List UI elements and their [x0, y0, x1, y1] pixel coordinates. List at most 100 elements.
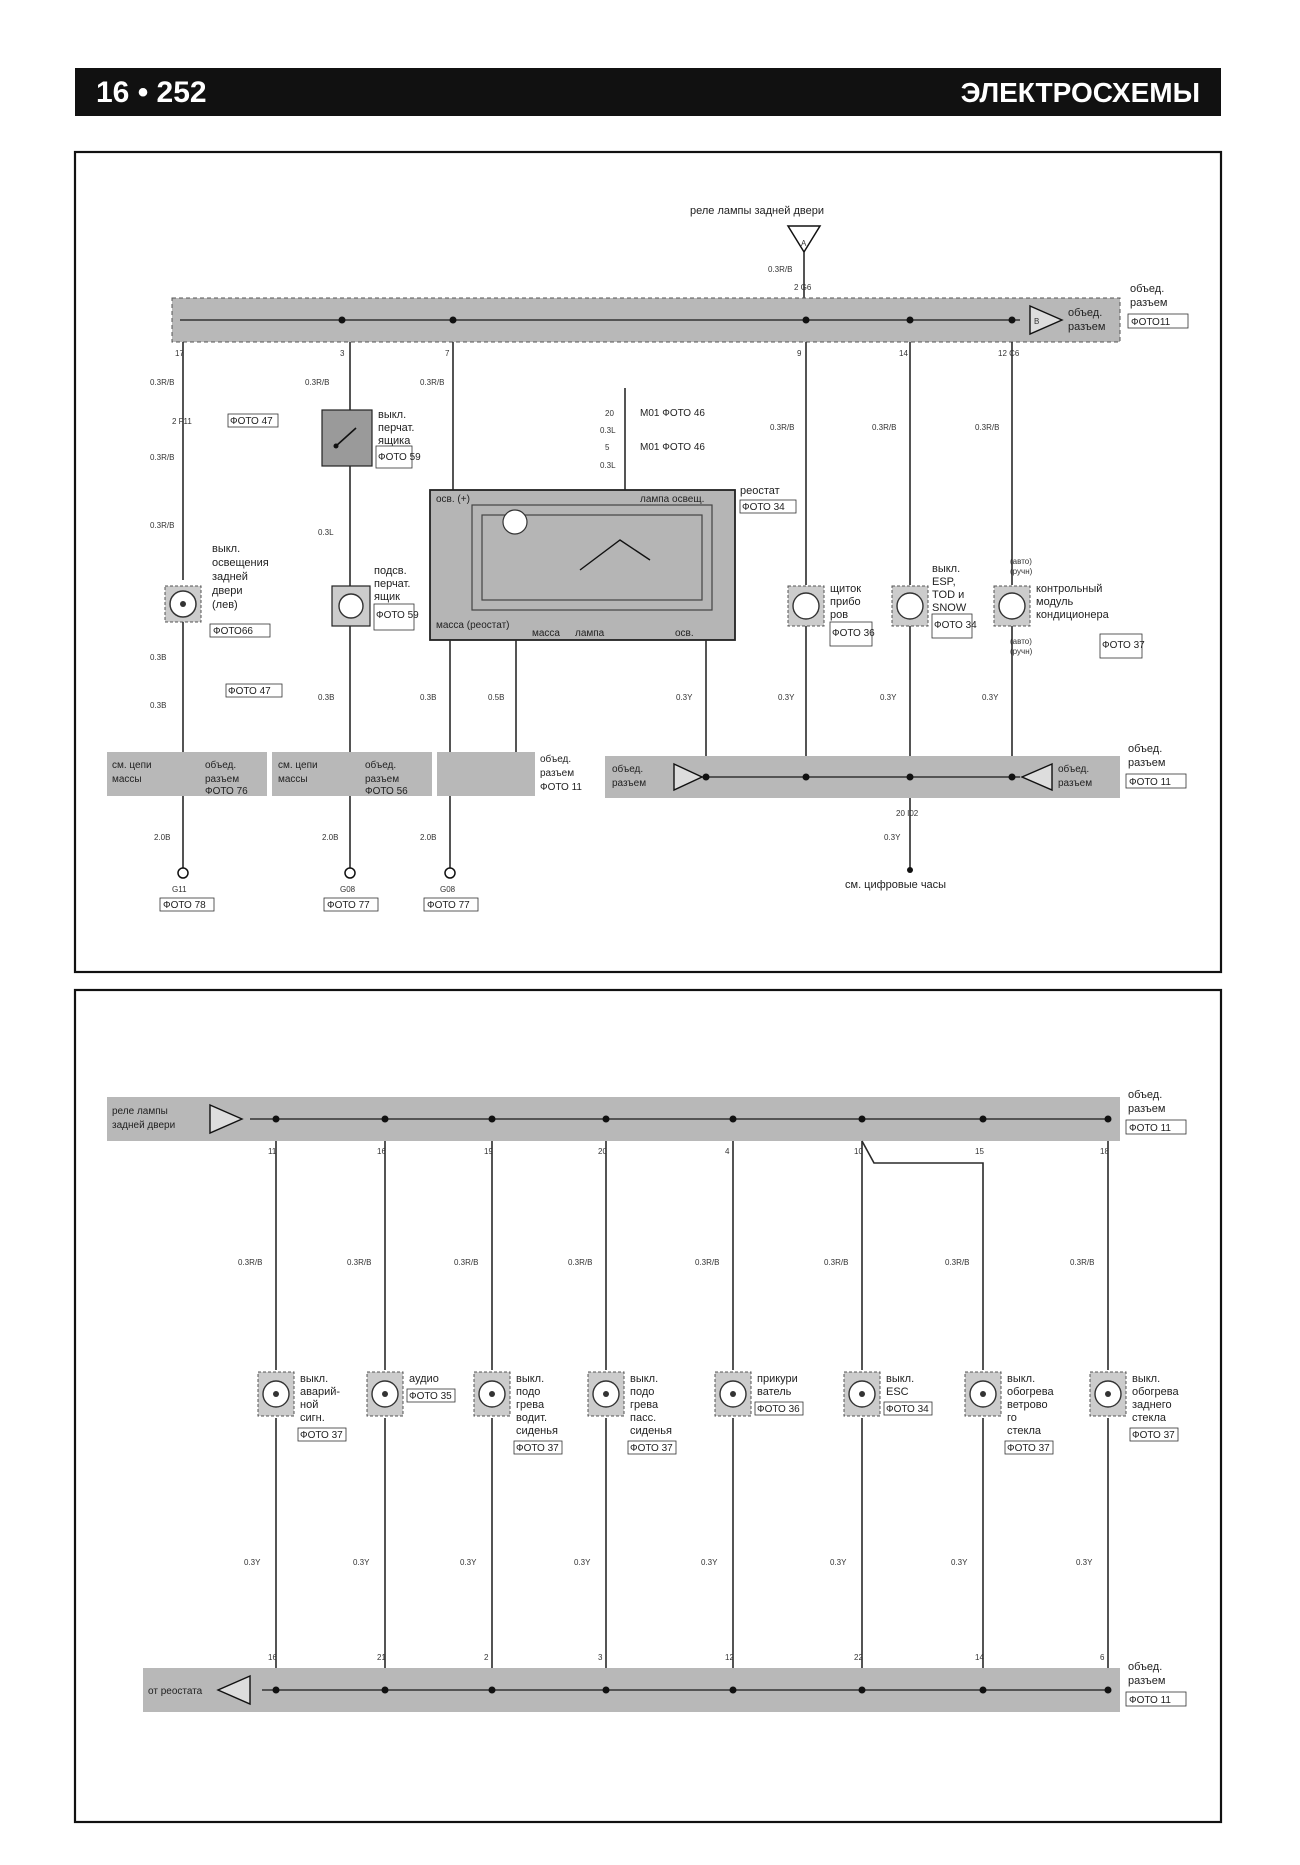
switch-wire-bottom-label: 0.3Y [701, 1558, 718, 1567]
top-source-arrow-letter: A [801, 239, 807, 248]
junction [488, 1686, 496, 1694]
junction [702, 773, 710, 781]
rear-door-wire-2: 0.3B [150, 701, 166, 710]
right-lower-arrow-out [1020, 762, 1053, 792]
ac-mode-top-2: (ручн) [1010, 567, 1033, 576]
ground-1-wire: 2.0B [154, 833, 170, 842]
switch-label-line: пасс. [630, 1412, 656, 1424]
bottom-lower-bus-1: объед. [1128, 1661, 1162, 1673]
switch-label-line: выкл. [516, 1373, 544, 1385]
ground-1-photo: ФОТО 78 [163, 900, 206, 911]
switch-pin-bottom: 21 [377, 1653, 386, 1662]
top-source-label: реле лампы задней двери [690, 205, 824, 217]
rear-door-line-4: двери [212, 585, 243, 597]
bottom-right-bus-2: разъем [1128, 1103, 1165, 1115]
top-bus-junctions [338, 316, 1016, 324]
right-lower-junctions [702, 773, 1016, 781]
top-pin-3: 7 [445, 349, 450, 358]
esp-icon [896, 592, 924, 620]
glovebox-lamp-photo-box [373, 603, 415, 631]
wire-label-1: 0.3R/B [150, 378, 174, 387]
fuse-left-photo-box [227, 413, 279, 428]
switch-wire-top-label: 0.3R/B [454, 1258, 478, 1267]
top-bus-drops [182, 342, 1013, 585]
cluster-photo: ФОТО 36 [832, 628, 875, 639]
top-source-wire-label: 0.3R/B [768, 265, 792, 274]
cluster-lower-label: 0.3Y [778, 693, 795, 702]
cluster-1: щиток [830, 583, 861, 595]
switch-photo-box [406, 1388, 456, 1403]
switch-label-line: аварий- [300, 1386, 340, 1398]
switch-label-line: го [1007, 1412, 1017, 1424]
glove-lower-label: 0.3B [318, 693, 334, 702]
ground-1-photo-box [159, 897, 215, 912]
rheo-out-label-1: 0.3B [420, 693, 436, 702]
switch-label-line: водит. [516, 1412, 547, 1424]
switch-pin-bottom: 16 [268, 1653, 277, 1662]
ac-lower-label: 0.3Y [982, 693, 999, 702]
esp-photo: ФОТО 34 [934, 620, 977, 631]
switch-wire-bottom-label: 0.3Y [1076, 1558, 1093, 1567]
switch-pin-bottom: 6 [1100, 1653, 1105, 1662]
rear-door-wire-1: 0.3B [150, 653, 166, 662]
left-mass-1b: массы [112, 774, 142, 785]
switch-label-line: обогрева [1132, 1386, 1180, 1398]
switch-pin-bottom: 22 [854, 1653, 863, 1662]
junction [906, 773, 914, 781]
clock-label: см. цифровые часы [845, 879, 946, 891]
rheostat-wiper [579, 539, 651, 571]
rear-door-switch-center [180, 601, 186, 607]
junction [449, 316, 457, 324]
switch-label-line: сиденья [516, 1425, 558, 1437]
switch-label-line: аудио [409, 1373, 439, 1385]
ground-3-wire: 2.0B [420, 833, 436, 842]
top-pin-1: 17 [175, 349, 184, 358]
glovebox-lamp-3: ящик [374, 591, 400, 603]
junction [602, 1686, 610, 1694]
right-lower-title-1: объед. [1128, 743, 1162, 755]
junction [602, 1115, 610, 1123]
rear-door-line-2: освещения [212, 557, 269, 569]
ground-3-photo-box [423, 897, 479, 912]
rear-door-line-3: задней [212, 571, 248, 583]
switch-photo: ФОТО 37 [1132, 1430, 1175, 1441]
switch-wire-bottom-label: 0.3Y [830, 1558, 847, 1567]
switch-label-line: ESC [886, 1386, 909, 1398]
switch-icon-center [859, 1391, 865, 1397]
junction [1104, 1115, 1112, 1123]
ac-mode-bottom: (авто) [1010, 637, 1032, 646]
switch-label-line: подо [516, 1386, 540, 1398]
bottom-source-arrow [209, 1103, 244, 1135]
esp-switch [891, 585, 929, 627]
upper-fuse-1-text: M01 ФОТО 46 [640, 408, 705, 419]
bottom-source-1: реле лампы [112, 1106, 168, 1117]
switch-pin-bottom: 14 [975, 1653, 984, 1662]
rheostat-lamp-icon [502, 509, 528, 535]
rheo-bottom-4: осв. [675, 628, 694, 639]
top-pin-5: 14 [899, 349, 908, 358]
cluster-photo-box [829, 621, 873, 647]
top-bus-label-1: объед. [1068, 307, 1102, 319]
switch-icon-center [1105, 1391, 1111, 1397]
glovebox-lamp-photo: ФОТО 59 [376, 610, 419, 621]
right-lower-left-1: объед. [612, 763, 643, 775]
ground-icon [177, 867, 189, 879]
top-bus-photo-box [1127, 313, 1189, 329]
top-bus-arrow-letter: B [1034, 317, 1039, 326]
top-bus-bar-outline [171, 297, 1121, 343]
upper-fuse-1-pin: 20 [605, 409, 614, 418]
ground-3-photo: ФОТО 77 [427, 900, 470, 911]
switch-photo: ФОТО 37 [1007, 1443, 1050, 1454]
esp-lower-label: 0.3Y [880, 693, 897, 702]
ground-2-photo-box [323, 897, 379, 912]
junction [802, 316, 810, 324]
bottom-lower-photo-box [1125, 1691, 1187, 1707]
switch-pin-bottom: 12 [725, 1653, 734, 1662]
rear-door-photo-box [209, 623, 271, 638]
wire-a2-label: 0.3R/B [150, 453, 174, 462]
glovebox-sw-photo-box [375, 445, 413, 469]
bottom-jumper-wire [861, 1140, 984, 1370]
junction [802, 773, 810, 781]
